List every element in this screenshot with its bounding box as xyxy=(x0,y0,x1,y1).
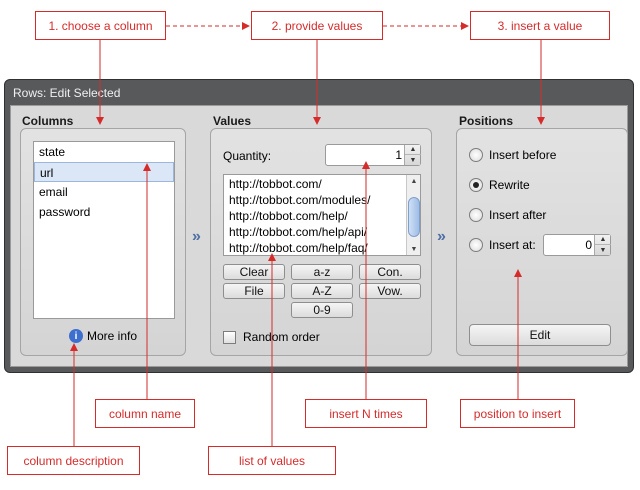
quantity-value: 1 xyxy=(395,148,402,162)
radio-label: Insert before xyxy=(489,148,557,162)
insert-at-stepper[interactable]: 0 ▲ ▼ xyxy=(543,234,611,256)
insert-at-value: 0 xyxy=(585,238,592,252)
window-body: Columns state url email password i More … xyxy=(10,105,628,367)
scroll-down-icon[interactable]: ▼ xyxy=(410,245,418,253)
radio-button[interactable] xyxy=(469,238,483,252)
values-group: Quantity: 1 ▲ ▼ http://tobbot.com/ http:… xyxy=(210,128,432,356)
vowels-button[interactable]: Vow. xyxy=(359,283,421,299)
positions-title: Positions xyxy=(459,114,514,128)
annotation-insert-value: 3. insert a value xyxy=(470,11,610,40)
quantity-stepper[interactable]: 1 ▲ ▼ xyxy=(325,144,421,166)
random-order-checkbox[interactable] xyxy=(223,331,236,344)
random-order-label: Random order xyxy=(243,330,320,344)
more-info-label: More info xyxy=(87,329,138,343)
radio-insert-at[interactable]: Insert at: xyxy=(469,238,536,252)
columns-group: state url email password i More info xyxy=(20,128,186,356)
value-item[interactable]: http://tobbot.com/help/faq/ xyxy=(229,241,368,255)
separator-arrow-icon: » xyxy=(437,228,446,245)
file-button[interactable]: File xyxy=(223,283,285,299)
value-item[interactable]: http://tobbot.com/help/api/ xyxy=(229,225,368,239)
annotation-column-description: column description xyxy=(7,446,140,475)
clear-button[interactable]: Clear xyxy=(223,264,285,280)
annotation-list-of-values: list of values xyxy=(208,446,336,475)
digits-button[interactable]: 0-9 xyxy=(291,302,353,318)
more-info-link[interactable]: i More info xyxy=(69,329,137,343)
column-item-email[interactable]: email xyxy=(39,185,68,199)
quantity-label: Quantity: xyxy=(223,149,272,163)
edit-button[interactable]: Edit xyxy=(469,324,611,346)
annotation-provide-values: 2. provide values xyxy=(251,11,383,40)
values-scrollbar[interactable]: ▲ ▼ xyxy=(406,175,420,255)
spin-up-icon[interactable]: ▲ xyxy=(595,235,611,245)
radio-button[interactable] xyxy=(469,148,483,162)
spin-up-icon[interactable]: ▲ xyxy=(405,145,421,155)
radio-label: Insert after xyxy=(489,208,547,222)
annotation-insert-n-times: insert N times xyxy=(305,399,427,428)
value-item[interactable]: http://tobbot.com/help/ xyxy=(229,209,348,223)
value-item[interactable]: http://tobbot.com/modules/ xyxy=(229,193,371,207)
column-item-state[interactable]: state xyxy=(39,145,66,159)
quantity-spin-buttons: ▲ ▼ xyxy=(404,145,421,165)
values-list[interactable]: http://tobbot.com/ http://tobbot.com/mod… xyxy=(223,174,421,256)
separator-arrow-icon: » xyxy=(192,228,201,245)
window-title: Rows: Edit Selected xyxy=(13,86,121,100)
radio-rewrite[interactable]: Rewrite xyxy=(469,178,530,192)
value-item[interactable]: http://tobbot.com/ xyxy=(229,177,322,191)
annotation-choose-column: 1. choose a column xyxy=(35,11,166,40)
insert-at-spin-buttons: ▲ ▼ xyxy=(594,235,611,255)
columns-title: Columns xyxy=(22,114,74,128)
positions-group: Insert before Rewrite Insert after Inser… xyxy=(456,128,628,356)
spin-down-icon[interactable]: ▼ xyxy=(409,156,417,164)
lowercase-az-button[interactable]: a-z xyxy=(291,264,353,280)
annotation-column-name: column name xyxy=(95,399,195,428)
values-list-items: http://tobbot.com/ http://tobbot.com/mod… xyxy=(224,175,420,256)
radio-label: Insert at: xyxy=(489,238,536,252)
edit-selected-window: Rows: Edit Selected Columns state url em… xyxy=(4,79,634,373)
radio-insert-before[interactable]: Insert before xyxy=(469,148,556,162)
annotation-position-to-insert: position to insert xyxy=(460,399,575,428)
scroll-up-icon[interactable]: ▲ xyxy=(410,177,418,185)
columns-list[interactable]: state url email password xyxy=(33,141,175,319)
info-icon: i xyxy=(69,329,83,343)
radio-insert-after[interactable]: Insert after xyxy=(469,208,546,222)
radio-label: Rewrite xyxy=(489,178,530,192)
spin-down-icon[interactable]: ▼ xyxy=(599,246,607,254)
radio-button[interactable] xyxy=(469,208,483,222)
column-item-password[interactable]: password xyxy=(39,205,91,219)
values-title: Values xyxy=(213,114,252,128)
uppercase-az-button[interactable]: A-Z xyxy=(291,283,353,299)
scroll-thumb[interactable] xyxy=(408,197,420,237)
radio-button[interactable] xyxy=(469,178,483,192)
column-item-url[interactable]: url xyxy=(34,162,174,182)
consonants-button[interactable]: Con. xyxy=(359,264,421,280)
